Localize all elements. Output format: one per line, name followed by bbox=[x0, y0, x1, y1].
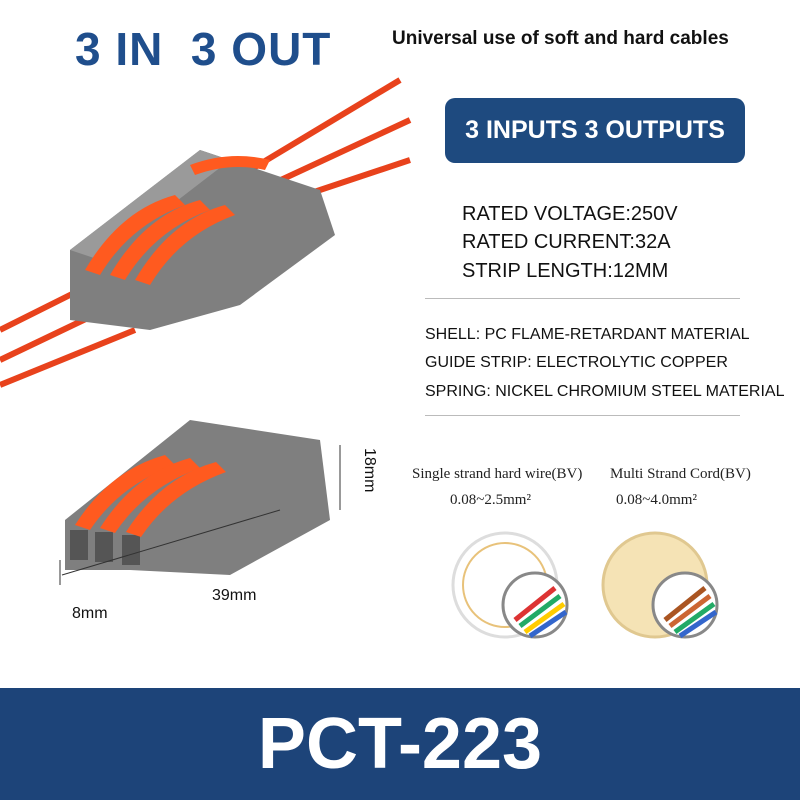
material-spring: SPRING: NICKEL CHROMIUM STEEL MATERIAL bbox=[425, 383, 785, 400]
wire-range-single: 0.08~2.5mm² bbox=[450, 492, 531, 508]
wire-type-single: Single strand hard wire(BV) bbox=[412, 466, 583, 482]
headline-subtitle: Universal use of soft and hard cables bbox=[392, 28, 729, 49]
wire-range-multi: 0.08~4.0mm² bbox=[616, 492, 697, 508]
badge-label: 3 INPUTS 3 OUTPUTS bbox=[465, 116, 725, 144]
model-banner: PCT-223 bbox=[0, 688, 800, 800]
connector-with-wires-illustration bbox=[0, 77, 412, 388]
spec-voltage: RATED VOLTAGE:250V bbox=[462, 203, 678, 225]
spec-current: RATED CURRENT:32A bbox=[462, 231, 671, 253]
inputs-outputs-badge: 3 INPUTS 3 OUTPUTS bbox=[445, 98, 745, 163]
dimension-height: 18mm bbox=[361, 448, 378, 493]
headline-title: 3 IN 3 OUT bbox=[75, 23, 332, 75]
divider bbox=[425, 298, 740, 299]
wire-type-multi: Multi Strand Cord(BV) bbox=[610, 466, 751, 482]
material-shell: SHELL: PC FLAME-RETARDANT MATERIAL bbox=[425, 326, 750, 343]
material-guide-strip: GUIDE STRIP: ELECTROLYTIC COPPER bbox=[425, 354, 728, 371]
wire-illustrations bbox=[451, 531, 719, 639]
multi-strand-wire-icon bbox=[601, 531, 719, 639]
length-dimension-line bbox=[61, 509, 281, 576]
model-number: PCT-223 bbox=[257, 704, 543, 784]
spec-strip-length: STRIP LENGTH:12MM bbox=[462, 260, 669, 282]
connector-dimensions-illustration bbox=[59, 420, 341, 585]
divider bbox=[425, 415, 740, 416]
dimension-width: 8mm bbox=[72, 605, 108, 622]
dimension-length: 39mm bbox=[212, 587, 257, 604]
single-strand-wire-icon bbox=[451, 531, 569, 639]
